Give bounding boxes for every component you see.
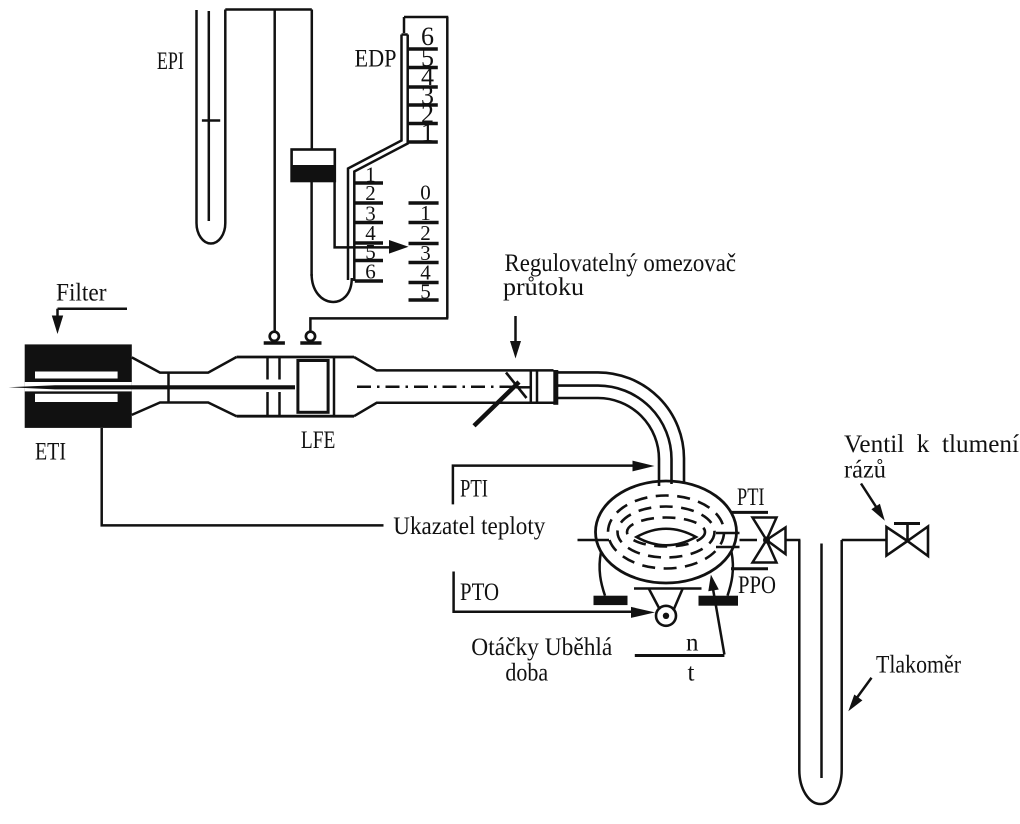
- svg-text:1: 1: [421, 118, 434, 147]
- svg-text:2: 2: [421, 100, 434, 129]
- svg-text:0: 0: [420, 181, 431, 205]
- svg-text:EDP: EDP: [355, 46, 397, 73]
- svg-text:1: 1: [420, 201, 431, 225]
- svg-text:Regulovatelný omezovač: Regulovatelný omezovač: [505, 250, 737, 277]
- svg-text:5: 5: [365, 240, 376, 264]
- svg-text:4: 4: [420, 261, 431, 285]
- svg-text:LFE: LFE: [301, 427, 336, 454]
- svg-text:3: 3: [365, 202, 376, 226]
- svg-text:Tlakoměr: Tlakoměr: [876, 652, 962, 679]
- svg-text:Otáčky Uběhlá: Otáčky Uběhlá: [471, 634, 612, 661]
- svg-text:Filter: Filter: [56, 280, 107, 307]
- svg-text:n: n: [686, 630, 699, 657]
- svg-text:5: 5: [420, 280, 431, 304]
- svg-text:3: 3: [421, 81, 434, 110]
- svg-text:2: 2: [420, 221, 431, 245]
- svg-text:PTI: PTI: [460, 476, 488, 503]
- svg-text:doba: doba: [505, 660, 548, 687]
- svg-text:4: 4: [365, 221, 376, 245]
- svg-text:ETI: ETI: [35, 439, 66, 466]
- svg-text:EPI: EPI: [157, 48, 184, 75]
- svg-text:Ukazatel teploty: Ukazatel teploty: [393, 513, 545, 540]
- svg-text:5: 5: [421, 43, 434, 72]
- svg-text:průtoku: průtoku: [503, 274, 585, 301]
- svg-text:6: 6: [421, 22, 434, 51]
- svg-text:3: 3: [420, 241, 431, 265]
- svg-text:PTO: PTO: [460, 579, 499, 606]
- svg-text:Ventil k tlumení: Ventil k tlumení: [844, 431, 1019, 458]
- svg-text:PPO: PPO: [738, 572, 776, 599]
- svg-text:4: 4: [421, 62, 434, 91]
- svg-text:2: 2: [365, 181, 376, 205]
- svg-text:6: 6: [365, 260, 376, 284]
- svg-text:t: t: [688, 660, 695, 687]
- svg-text:PTI: PTI: [737, 484, 765, 511]
- svg-text:1: 1: [365, 163, 376, 187]
- svg-text:rázů: rázů: [844, 457, 886, 484]
